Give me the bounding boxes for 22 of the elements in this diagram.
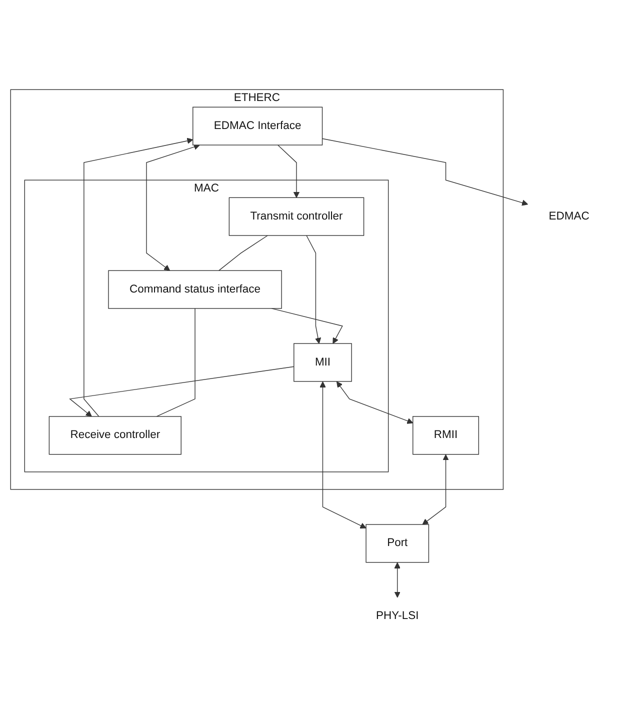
- node-box: Transmit controller: [228, 196, 364, 236]
- arrow: [277, 144, 300, 198]
- arrow: [336, 380, 414, 424]
- connector: [156, 308, 196, 416]
- node-box: Command status interface: [108, 270, 282, 308]
- node-text: EDMAC: [548, 210, 590, 222]
- arrow: [271, 308, 343, 344]
- arrow: [422, 454, 449, 524]
- connector: [218, 234, 268, 270]
- arrow: [306, 234, 322, 344]
- node-box: Receive controller: [48, 416, 182, 454]
- node-box: RMII: [412, 416, 480, 454]
- node-text: PHY-LSI: [376, 610, 419, 622]
- arrow: [69, 366, 294, 416]
- node-box: MII: [294, 342, 352, 382]
- node-box: EDMAC Interface: [192, 106, 323, 145]
- arrow: [322, 138, 528, 206]
- node-box: Port: [366, 524, 430, 562]
- arrow: [394, 562, 400, 598]
- arrow: [146, 143, 200, 270]
- arrow: [320, 380, 366, 528]
- arrow: [84, 137, 194, 416]
